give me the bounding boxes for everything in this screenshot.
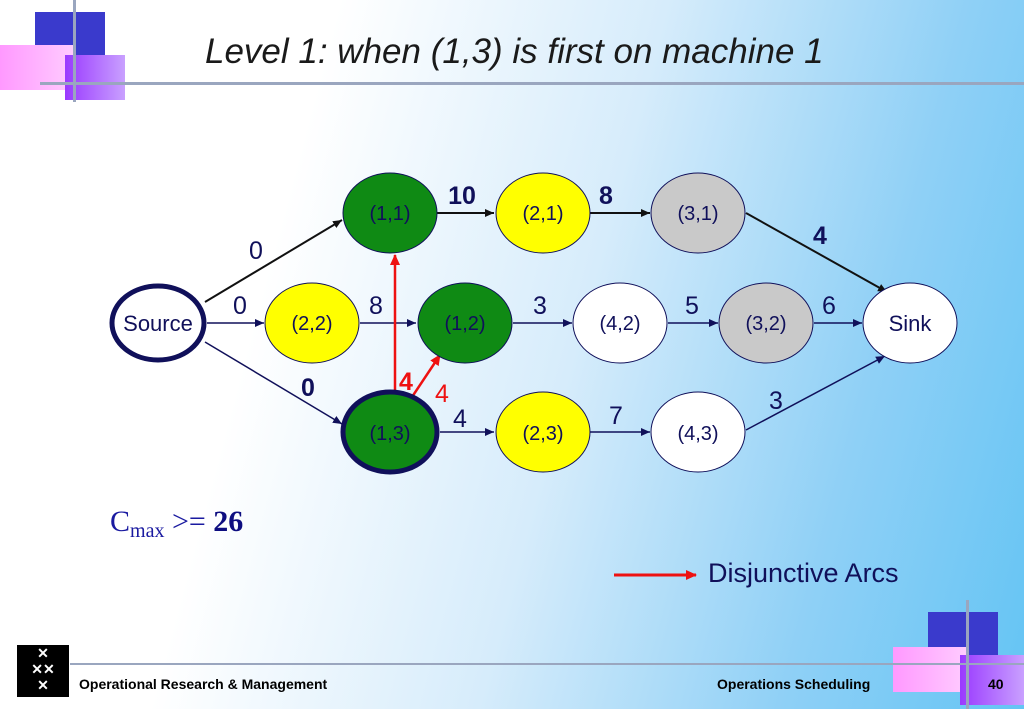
arc-label-source-22: 0 bbox=[233, 292, 247, 320]
node-sink bbox=[862, 282, 958, 364]
node-2-1 bbox=[495, 172, 591, 254]
cmax-value: 26 bbox=[213, 505, 244, 538]
node-label-4-3: (4,3) bbox=[677, 423, 718, 445]
node-2-2 bbox=[264, 282, 360, 364]
page-number: 40 bbox=[988, 676, 1004, 692]
node-label-1-3: (1,3) bbox=[369, 423, 410, 445]
node-label-2-1: (2,1) bbox=[522, 203, 563, 225]
node-label-2-3: (2,3) bbox=[522, 423, 563, 445]
arc-31-sink bbox=[745, 212, 888, 293]
arc-label-23-43: 7 bbox=[609, 402, 623, 430]
node-label-1-2: (1,2) bbox=[444, 313, 485, 335]
footer-rule bbox=[70, 663, 1024, 665]
arc-label-42-32: 5 bbox=[685, 292, 699, 320]
node-label-4-2: (4,2) bbox=[599, 313, 640, 335]
legend-label: Disjunctive Arcs bbox=[708, 558, 899, 588]
arc-label-43-sink: 3 bbox=[769, 387, 783, 415]
arc-label-22-12: 8 bbox=[369, 292, 383, 320]
node-label-2-2: (2,2) bbox=[291, 313, 332, 335]
node-label-source: Source bbox=[123, 311, 193, 336]
arc-source-13 bbox=[204, 341, 343, 425]
node-1-2 bbox=[417, 282, 513, 364]
disj-label-13-12: 4 bbox=[435, 380, 449, 408]
node-3-1 bbox=[650, 172, 746, 254]
node-source bbox=[109, 283, 207, 363]
arc-43-sink bbox=[745, 355, 886, 431]
arc-label-31-sink: 4 bbox=[813, 222, 827, 250]
arc-label-13-23: 4 bbox=[453, 405, 467, 433]
arc-label-32-sink: 6 bbox=[822, 292, 836, 320]
arc-label-11-21: 10 bbox=[448, 182, 476, 210]
node-4-3 bbox=[650, 391, 746, 473]
footer-course: Operations Scheduling bbox=[717, 676, 871, 692]
cmax-op: >= bbox=[171, 505, 206, 538]
cmax-bound: Cmax >= 26 bbox=[110, 505, 243, 543]
node-label-1-1: (1,1) bbox=[369, 203, 410, 225]
node-1-1 bbox=[342, 172, 438, 254]
disj-label-13-11: 4 bbox=[399, 368, 413, 396]
decor-vline-bottom bbox=[966, 600, 969, 709]
arc-source-11 bbox=[204, 219, 343, 303]
node-1-3 bbox=[340, 389, 440, 475]
decor-square-magenta-br bbox=[893, 647, 968, 692]
arc-label-source-13: 0 bbox=[301, 374, 315, 402]
node-label-sink: Sink bbox=[889, 311, 933, 336]
title-underline bbox=[40, 82, 1024, 85]
arc-label-12-42: 3 bbox=[533, 292, 547, 320]
decor-vline-top bbox=[73, 0, 76, 102]
node-label-3-1: (3,1) bbox=[677, 203, 718, 225]
arc-label-source-11: 0 bbox=[249, 237, 263, 265]
node-4-2 bbox=[572, 282, 668, 364]
cmax-sub: max bbox=[130, 520, 165, 542]
university-logo: ✕✕✕✕ bbox=[17, 645, 69, 697]
arc-label-21-31: 8 bbox=[599, 182, 613, 210]
node-label-3-2: (3,2) bbox=[745, 313, 786, 335]
slide-title: Level 1: when (1,3) is first on machine … bbox=[205, 32, 824, 71]
cmax-c: C bbox=[110, 505, 131, 538]
node-2-3 bbox=[495, 391, 591, 473]
footer-department: Operational Research & Management bbox=[79, 676, 328, 692]
node-3-2 bbox=[718, 282, 814, 364]
disj-arc-13-12 bbox=[408, 354, 442, 401]
